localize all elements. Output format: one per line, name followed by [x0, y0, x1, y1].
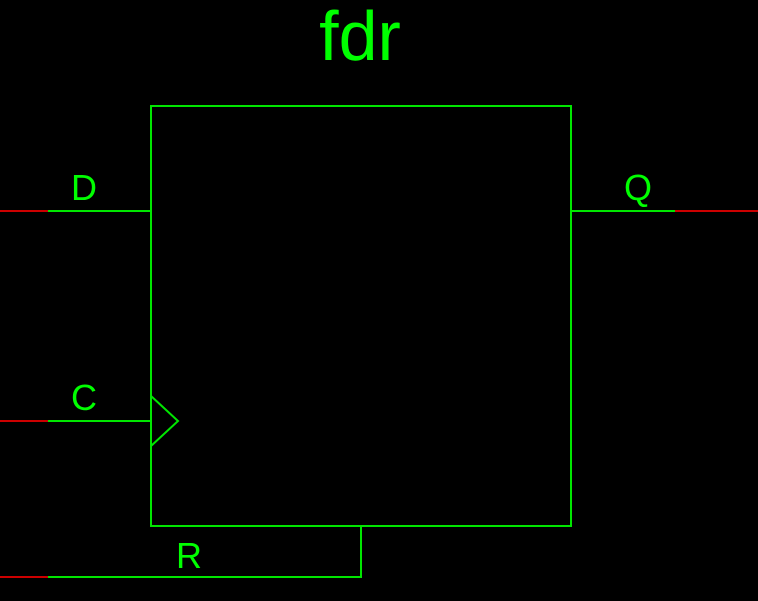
clock-edge-indicator	[150, 395, 180, 447]
pin-c-label: C	[71, 377, 97, 418]
pin-d[interactable]: D	[0, 167, 151, 212]
pin-r[interactable]: R	[0, 526, 362, 578]
pin-q[interactable]: Q	[571, 167, 758, 212]
pin-q-label: Q	[624, 167, 652, 208]
pin-r-lead	[48, 526, 362, 578]
pin-d-label: D	[71, 167, 97, 208]
pin-c[interactable]: C	[0, 377, 151, 422]
pin-r-label: R	[176, 535, 202, 576]
flip-flop-body[interactable]	[150, 105, 572, 527]
symbol-title: fdr	[319, 0, 401, 75]
